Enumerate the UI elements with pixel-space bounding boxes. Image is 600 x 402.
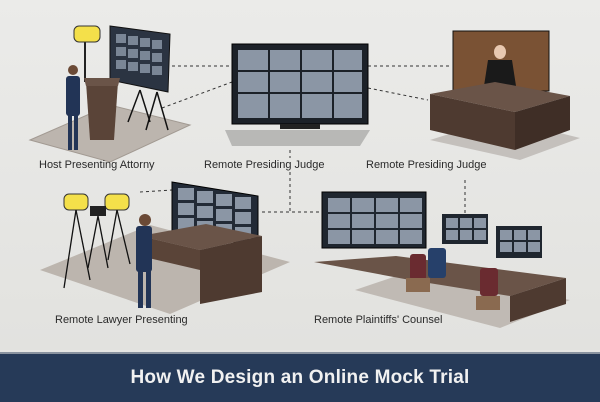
connector-lines (139, 65, 466, 218)
node-label-plaintiffs: Remote Plaintiffs' Counsel (314, 314, 443, 326)
node-label-host: Host Presenting Attorny (39, 159, 155, 171)
node-label-judge-center: Remote Presiding Judge (204, 159, 325, 171)
lawyer-scene (40, 181, 290, 314)
host-scene (28, 25, 192, 163)
center-judge-scene (225, 43, 370, 146)
plaintiffs-scene (314, 191, 570, 328)
right-judge-scene (430, 30, 580, 160)
diagram-illustration (28, 25, 580, 328)
page-title: How We Design an Online Mock Trial (130, 367, 470, 388)
node-label-lawyer: Remote Lawyer Presenting (55, 314, 188, 326)
diagram-canvas: Host Presenting Attorny Remote Presiding… (0, 0, 600, 350)
node-label-judge-right: Remote Presiding Judge (366, 159, 487, 171)
title-banner: How We Design an Online Mock Trial (0, 352, 600, 402)
